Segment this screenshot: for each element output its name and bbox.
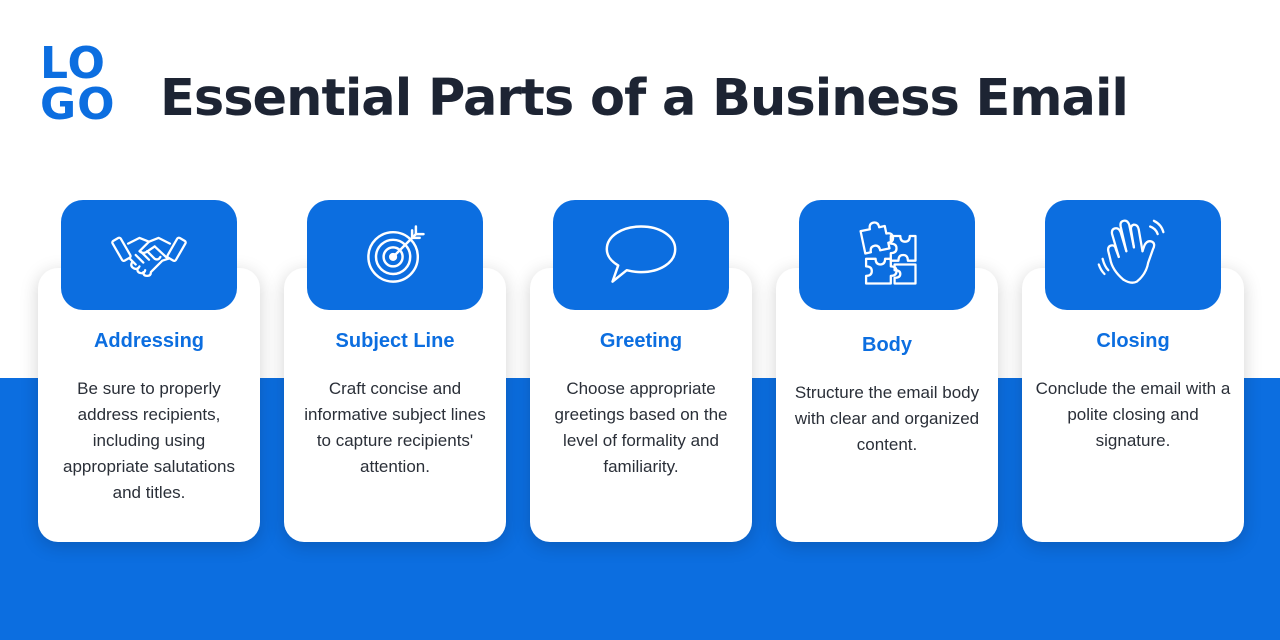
page-title: Essential Parts of a Business Email — [160, 69, 1129, 128]
card-title: Subject Line — [335, 330, 455, 352]
card-title: Greeting — [599, 330, 683, 352]
card-description: Conclude the email with a polite closing… — [1035, 379, 1231, 450]
card-title: Addressing — [93, 330, 205, 352]
icon-tile-addressing — [61, 200, 237, 310]
icon-tile-greeting — [553, 200, 729, 310]
speech-bubble-icon — [605, 225, 677, 283]
waving-hand-icon — [1097, 219, 1165, 284]
card-addressing: Addressing Be sure to properly address r… — [38, 268, 260, 542]
card-body: Body Structure the email body with clear… — [776, 268, 998, 542]
card-title: Body — [862, 334, 912, 356]
handshake-icon — [111, 236, 187, 278]
logo-line-1: LO — [40, 38, 106, 89]
card-description: Craft concise and informative subject li… — [304, 379, 486, 476]
card-description: Be sure to properly address recipients, … — [62, 379, 235, 502]
logo: LO GO — [40, 38, 124, 130]
puzzle-icon — [859, 221, 917, 285]
target-icon — [367, 225, 425, 283]
card-description: Choose appropriate greetings based on th… — [554, 379, 728, 476]
card-subject-line: Subject Line Craft concise and informati… — [284, 268, 506, 542]
icon-tile-body — [799, 200, 975, 310]
card-title: Closing — [1096, 330, 1170, 352]
icon-tile-subject-line — [307, 200, 483, 310]
card-greeting: Greeting Choose appropriate greetings ba… — [530, 268, 752, 542]
icon-tile-closing — [1045, 200, 1221, 310]
logo-line-2: GO — [40, 79, 116, 130]
card-closing: Closing Conclude the email with a polite… — [1022, 268, 1244, 542]
card-description: Structure the email body with clear and … — [794, 383, 980, 454]
